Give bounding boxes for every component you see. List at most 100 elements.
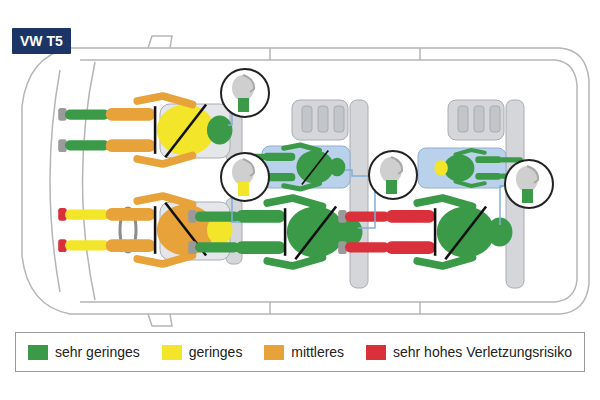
seats-part <box>318 106 328 132</box>
child-seats-part <box>262 146 350 188</box>
leader-lines <box>228 103 508 228</box>
van-outline-part <box>50 70 60 292</box>
crash-dummy-part <box>386 241 435 254</box>
van-outline-part <box>80 60 577 302</box>
crash-dummy-part <box>154 106 157 154</box>
crash-dummy <box>338 198 512 266</box>
crash-dummy-part <box>137 96 192 105</box>
legend-swatch <box>28 345 48 360</box>
head-callout-part <box>391 157 402 174</box>
head-callout-part <box>243 75 254 92</box>
head-callout <box>505 160 553 208</box>
legend-item: sehr hohes Verletzungsrisiko <box>366 344 572 360</box>
crash-dummy-part <box>236 241 285 254</box>
seats <box>160 100 524 288</box>
crash-dummy-part <box>475 156 501 163</box>
crash-dummy-part <box>284 145 320 151</box>
van-outline-part <box>22 48 589 314</box>
van-outline-part <box>419 302 421 314</box>
crash-dummy-part <box>154 206 157 254</box>
seats-part <box>458 106 468 132</box>
crash-dummy-part <box>106 139 155 152</box>
seats-part <box>350 100 368 288</box>
seats-part <box>448 100 504 140</box>
head-callout-part <box>380 157 402 183</box>
crash-dummy-part <box>236 210 285 223</box>
head-callout-part <box>243 159 254 176</box>
van-outline-part <box>269 48 271 60</box>
crash-dummy-part <box>475 173 501 180</box>
van-outline <box>22 36 589 326</box>
crash-dummy <box>58 96 232 164</box>
seats-part <box>292 100 348 140</box>
van-outline-part <box>148 314 172 326</box>
legend-item: sehr geringes <box>28 344 140 360</box>
seats-part <box>334 106 344 132</box>
legend-label: sehr hohes Verletzungsrisiko <box>393 344 572 360</box>
head-callout <box>369 151 417 199</box>
legend-label: sehr geringes <box>55 344 140 360</box>
title-text: VW T5 <box>12 28 71 54</box>
legend-swatch <box>162 345 182 360</box>
crash-dummy <box>58 196 232 264</box>
head-callout-part <box>238 98 249 112</box>
crash-dummy-part <box>65 140 109 150</box>
crash-dummy-part <box>106 108 155 121</box>
head-callout-part <box>527 166 538 183</box>
crash-dummy-part <box>137 256 192 265</box>
van-outline-part <box>148 36 172 48</box>
crash-dummy-part <box>386 210 435 223</box>
crash-dummy-part <box>302 151 328 185</box>
legend-box: sehr geringes geringes mittleres sehr hohes… <box>15 332 585 372</box>
head-callout-part <box>516 166 538 192</box>
legend-item: geringes <box>162 344 243 360</box>
van-outline-part <box>419 48 421 60</box>
crash-dummy-part <box>165 105 206 158</box>
crash-dummy-part <box>195 242 239 252</box>
crash-dummy-part <box>434 160 448 175</box>
head-callout-part <box>232 75 254 101</box>
legend-swatch <box>264 345 284 360</box>
crash-dummy-part <box>445 207 486 260</box>
head-callout-part <box>232 159 254 185</box>
crash-dummy-part <box>284 208 287 256</box>
head-callout-part <box>522 189 533 203</box>
crash-dummy-part <box>417 198 472 207</box>
crash-dummy-part <box>444 155 475 182</box>
head-callout <box>221 69 269 117</box>
crash-dummy-part <box>65 110 109 120</box>
head-callout <box>221 153 269 201</box>
van-outline-part <box>83 62 96 300</box>
crash-dummy-part <box>329 158 346 177</box>
child-seats-part <box>418 148 506 188</box>
head-callout-part <box>221 153 269 201</box>
crash-dummy-part <box>207 116 233 145</box>
crash-dummy-part <box>65 210 109 220</box>
legend-swatch <box>366 345 386 360</box>
seats-part <box>474 106 484 132</box>
seats-part <box>490 106 500 132</box>
crash-dummy-part <box>263 153 295 161</box>
crash-dummy-part <box>65 240 109 250</box>
crash-dummy-part <box>456 150 485 155</box>
crash-dummy-part <box>267 198 322 207</box>
head-callout-part <box>369 151 417 199</box>
van-outline-part <box>269 302 271 314</box>
crash-dummy-part <box>434 208 437 256</box>
legend-label: geringes <box>189 344 243 360</box>
crash-dummy <box>188 198 362 266</box>
crash-dummy-part <box>295 207 336 260</box>
crash-dummy-part <box>456 182 485 187</box>
head-callout-part <box>505 160 553 208</box>
leader-lines-part <box>358 186 375 228</box>
legend-label: mittleres <box>291 344 344 360</box>
crash-dummy-part <box>106 239 155 252</box>
legend-item: mittleres <box>264 344 344 360</box>
head-callout-part <box>386 180 397 194</box>
crash-dummy-part <box>345 242 389 252</box>
seats-part <box>302 106 312 132</box>
crash-dummy-part <box>106 208 155 221</box>
head-callout-part <box>221 69 269 117</box>
head-callout-part <box>238 182 249 196</box>
crash-dummy-part <box>345 212 389 222</box>
